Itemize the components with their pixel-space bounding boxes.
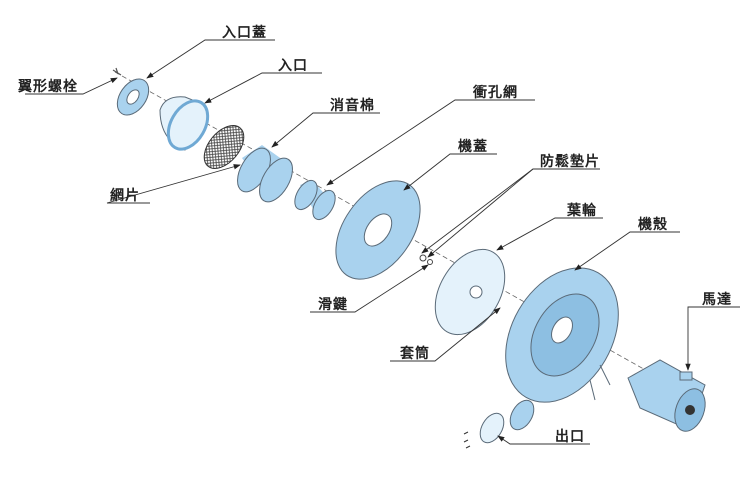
machine-cover-part: [335, 180, 421, 280]
wing-bolt-part: [112, 67, 122, 76]
label-outlet: 出口: [555, 429, 585, 445]
label-motor: 馬達: [702, 292, 732, 308]
silencer-cotton-part: [237, 145, 293, 203]
housing-part: [505, 267, 619, 403]
motor-part: [627, 359, 706, 432]
washer-key-parts: [419, 254, 433, 265]
label-sliding-key: 滑鍵: [318, 297, 348, 313]
label-sleeve: 套筒: [400, 346, 430, 362]
label-machine-cover: 機蓋: [458, 139, 488, 155]
label-lock-washer: 防鬆墊片: [540, 154, 600, 170]
label-housing: 機殼: [638, 217, 668, 233]
label-wing-bolt: 翼形螺栓: [18, 79, 78, 95]
label-silencer-cotton: 消音棉: [330, 98, 375, 114]
inlet-cover-part: [116, 78, 150, 116]
label-impeller: 葉輪: [567, 203, 597, 219]
impeller-part: [434, 248, 506, 336]
label-inlet-cover: 入口蓋: [222, 25, 267, 41]
inlet-part: [159, 96, 210, 151]
leader-lines: [25, 39, 740, 445]
mesh-sheet-part: [203, 125, 245, 169]
outlet-part: [463, 399, 535, 449]
label-punched-mesh: 衝孔網: [473, 85, 518, 101]
silencer-cotton-small-part: [294, 179, 336, 221]
label-mesh-sheet: 網片: [110, 188, 140, 204]
label-inlet: 入口: [278, 58, 308, 74]
